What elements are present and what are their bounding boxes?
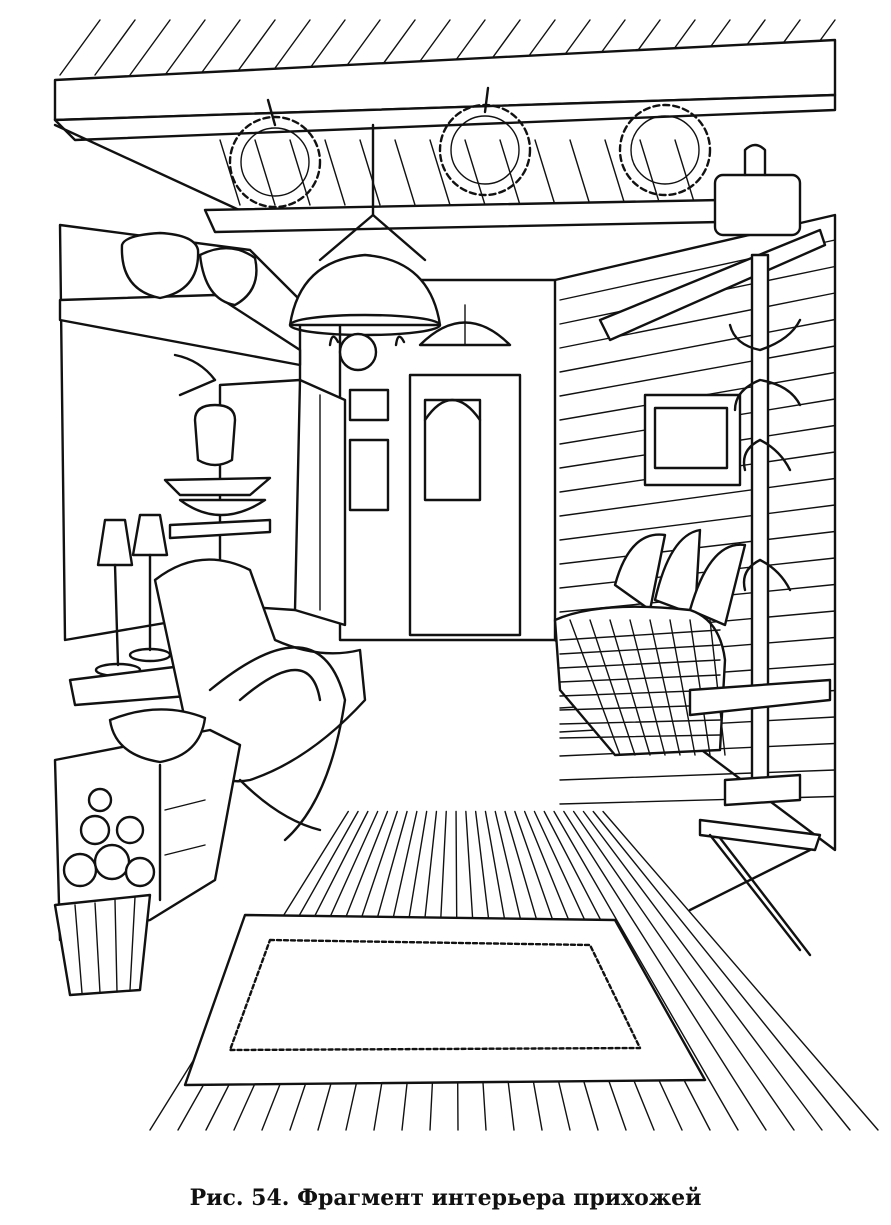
figure-caption: Рис. 54. Фрагмент интерьера прихожей [189,1185,702,1211]
folding-stool [688,818,822,957]
hanging-lamp [288,123,442,372]
ceiling-beams [53,38,837,234]
bench-pillows [613,528,747,627]
flower-basket [53,787,156,997]
wreath-center [438,86,532,197]
picture-frame-right [643,393,742,487]
table-lamp-left [94,518,142,678]
left-shelf-with-pots [58,231,302,397]
rug [183,913,707,1087]
glass-cabinet [218,378,347,627]
plaid-trunk [553,605,727,757]
samovar [163,403,272,540]
table-lamp-right [128,513,172,663]
chest-of-drawers [53,708,242,942]
coat-rack [688,253,832,807]
hallway-interior-illustration [53,19,879,1131]
wreath-left [228,98,322,209]
wreath-right [618,103,712,197]
